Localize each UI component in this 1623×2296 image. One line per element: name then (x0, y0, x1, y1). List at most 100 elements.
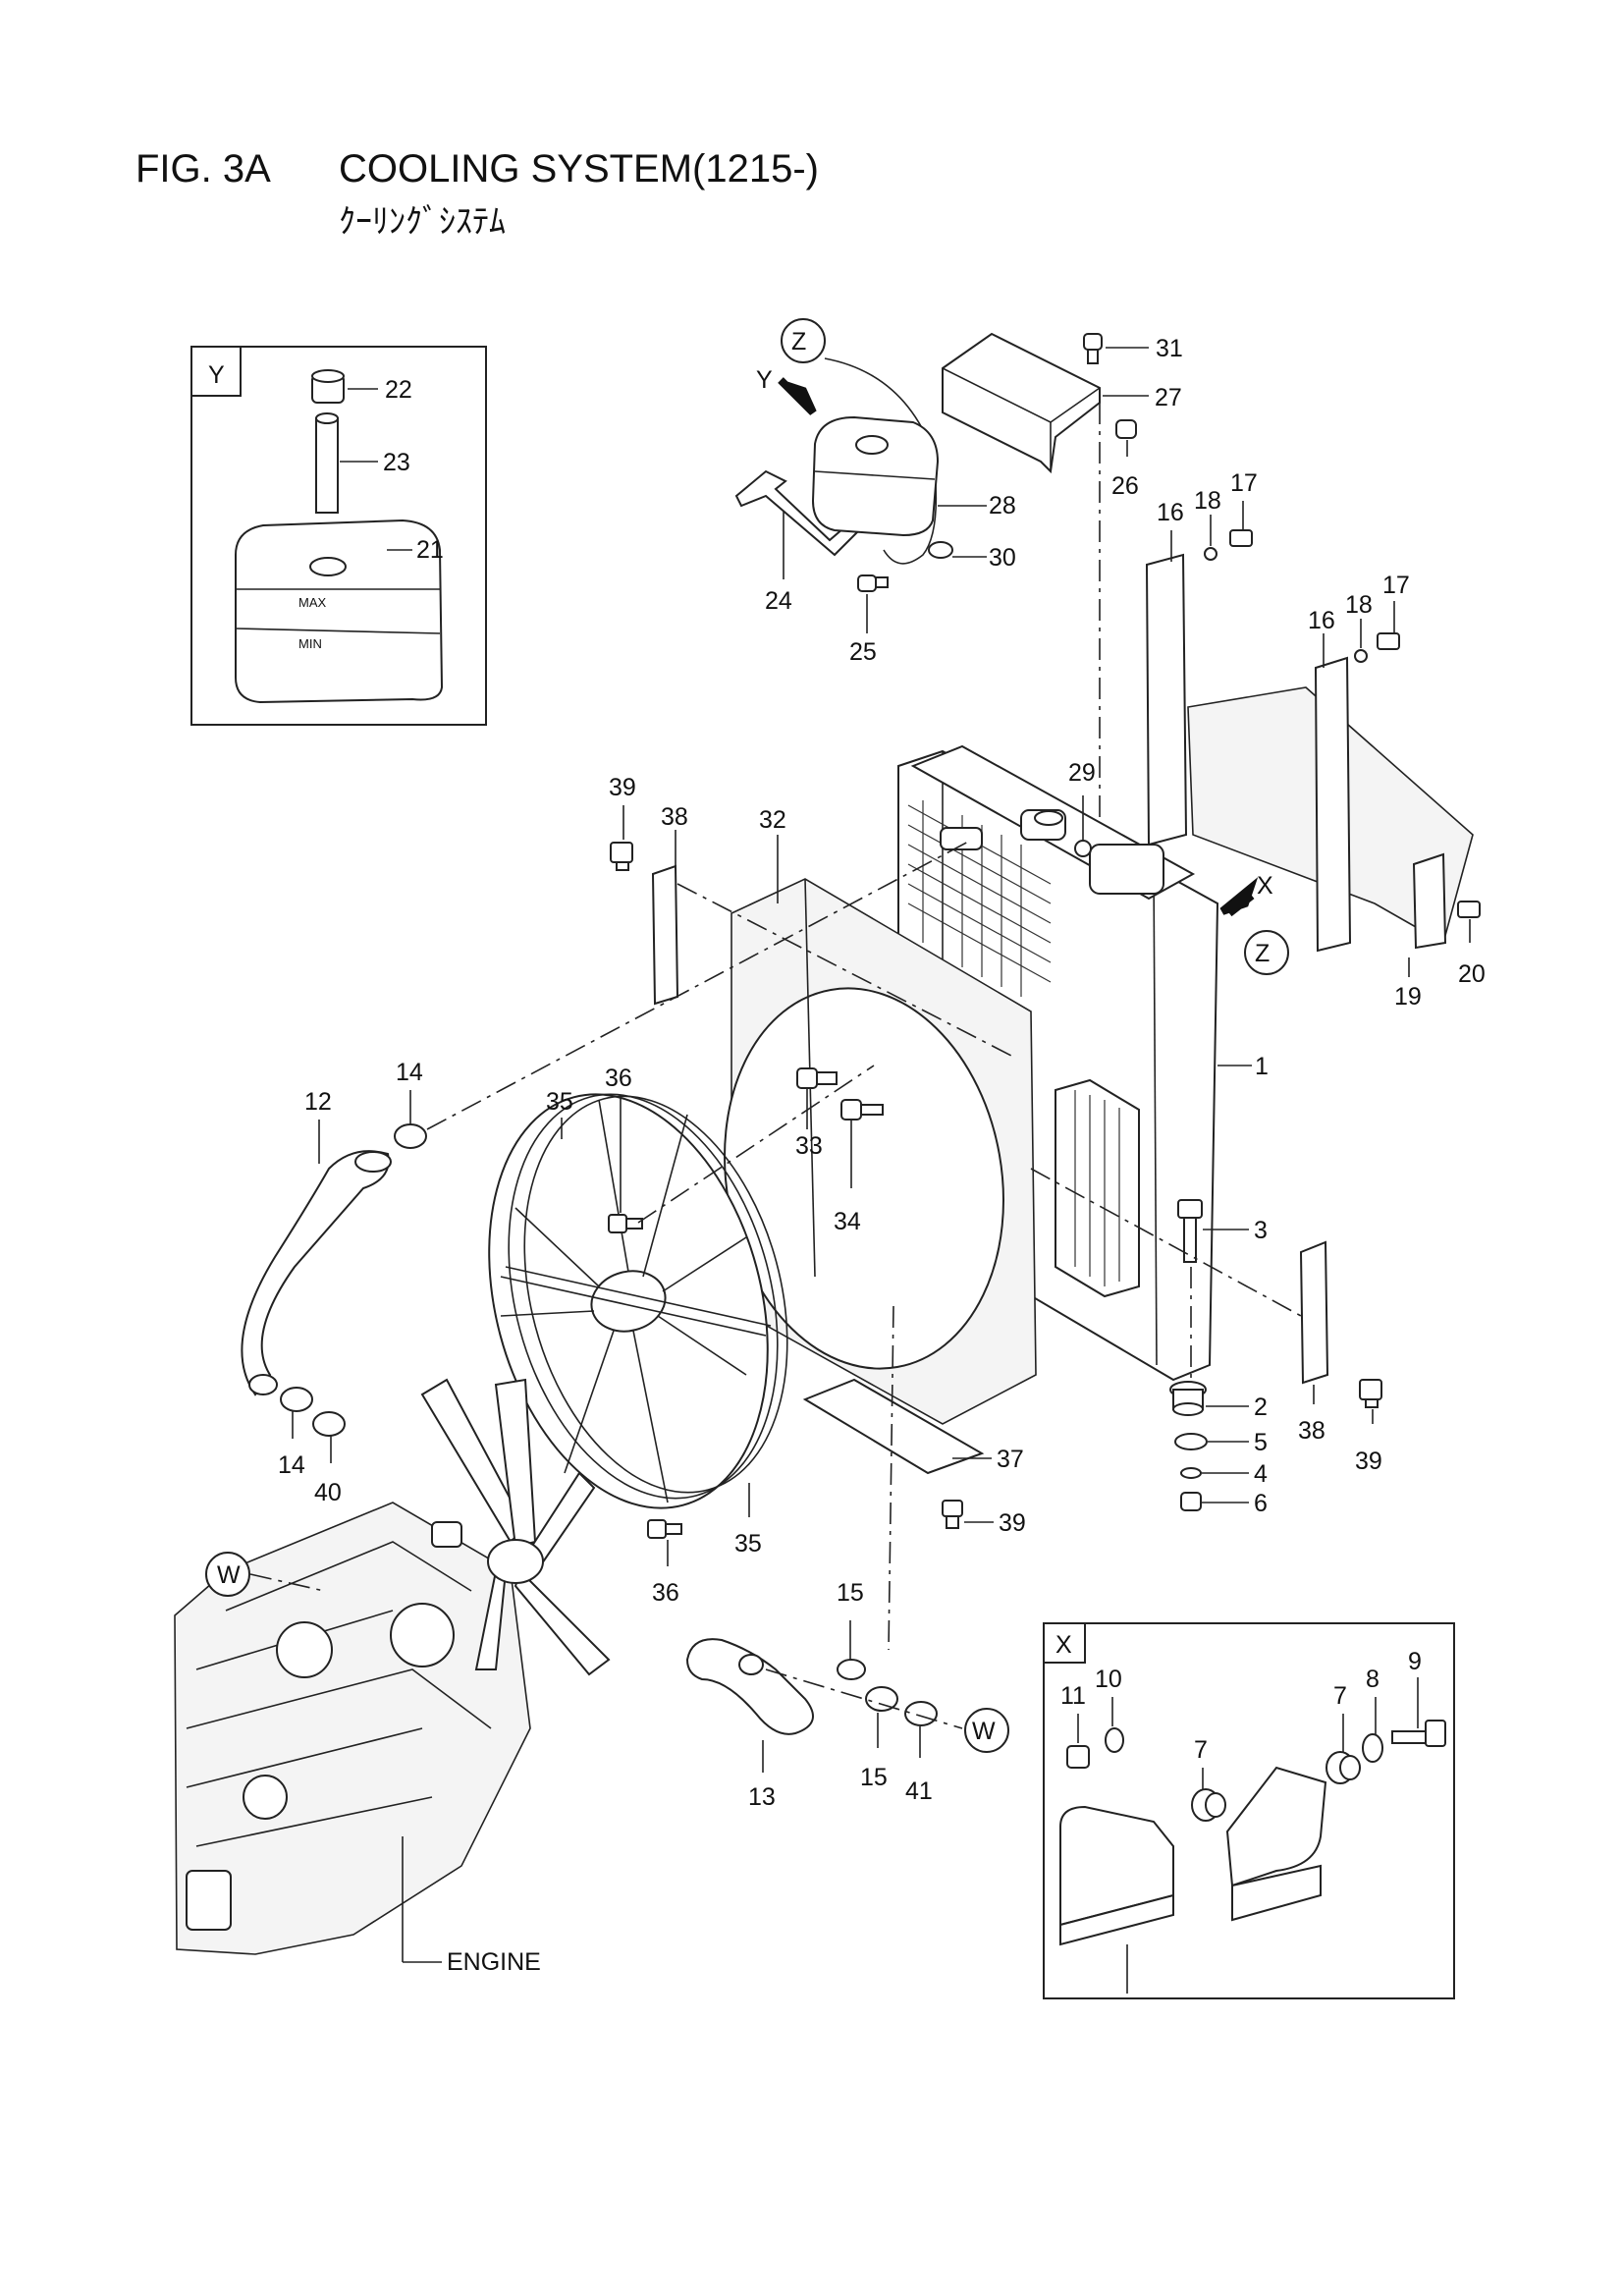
callout-22: 22 (385, 376, 412, 404)
bolt-20 (1457, 901, 1481, 918)
callout-18b: 18 (1345, 591, 1373, 619)
callout-39b: 39 (1355, 1448, 1382, 1475)
washer-10 (1105, 1727, 1124, 1753)
fan-guard: 35 36 35 36 (488, 1065, 875, 1607)
callout-35b: 35 (734, 1530, 762, 1558)
callout-28: 28 (989, 492, 1016, 519)
reserve-tank-assembly: Z Y 31 (734, 318, 1183, 666)
washer-18b (1354, 649, 1368, 663)
bolt-33 (796, 1067, 838, 1089)
fan-blades (420, 1378, 611, 1676)
callout-9: 9 (1408, 1648, 1422, 1675)
callout-11: 11 (1060, 1682, 1086, 1710)
callout-19: 19 (1394, 983, 1422, 1011)
callout-38a: 38 (661, 803, 688, 831)
engine-label: ENGINE (447, 1948, 541, 1976)
view-w-engine: W (217, 1561, 241, 1589)
callout-41: 41 (905, 1777, 933, 1805)
figure-number: FIG. 3A (135, 147, 271, 191)
bolt-39b (1359, 1379, 1382, 1408)
plates-38: 39 38 38 39 39 (609, 774, 1382, 1537)
bolt-31 (1083, 333, 1103, 364)
callout-17b: 17 (1382, 572, 1410, 599)
clamp-15b (865, 1686, 898, 1712)
callout-18a: 18 (1194, 487, 1221, 515)
clamp-41 (904, 1701, 938, 1726)
callout-5: 5 (1254, 1429, 1268, 1456)
callout-40: 40 (314, 1479, 342, 1506)
mount-7a (1191, 1788, 1226, 1822)
callout-2: 2 (1254, 1394, 1268, 1421)
clamp-14a (394, 1123, 427, 1149)
callout-15a: 15 (837, 1579, 864, 1607)
bolt-36a (608, 1214, 643, 1233)
view-z-side: Z (1255, 940, 1270, 967)
figure-title: COOLING SYSTEM(1215-) (339, 147, 820, 191)
callout-26: 26 (1111, 472, 1139, 500)
bolt-9 (1391, 1720, 1446, 1747)
inset-x-label: X (1055, 1631, 1072, 1659)
mount-2 (1169, 1381, 1207, 1416)
callout-23: 23 (383, 449, 410, 476)
drain-cock-29 (1074, 840, 1092, 857)
upper-hose-12: 12 14 14 40 (241, 839, 973, 1506)
nut-26 (1115, 419, 1137, 439)
callout-16b: 16 (1308, 607, 1335, 634)
nut-6 (1180, 1492, 1202, 1511)
inset-y-label: Y (208, 361, 225, 389)
tank-cap-part (311, 369, 345, 404)
callout-20: 20 (1458, 960, 1486, 988)
cover-27 (942, 332, 1101, 474)
nut-11 (1066, 1745, 1090, 1769)
bolt-17a (1229, 529, 1253, 547)
callout-14b: 14 (278, 1451, 305, 1479)
bolt-39c (942, 1500, 963, 1529)
callout-36a: 36 (605, 1065, 632, 1092)
reserve-tank-top (811, 415, 940, 537)
figure-subtitle: ｸｰﾘﾝｸﾞｼｽﾃﾑ (339, 203, 506, 241)
arrow-y-label: Y (756, 366, 773, 394)
oil-cooler (1055, 1078, 1140, 1298)
tank-min-mark: MIN (298, 636, 322, 651)
engine-part: W ENGINE (174, 1378, 611, 1976)
view-w-hose: W (972, 1718, 996, 1745)
clamp-15a (837, 1659, 866, 1680)
callout-4: 4 (1254, 1460, 1268, 1488)
hardware: 33 34 3 2 5 4 6 (795, 1067, 1268, 1517)
callout-14a: 14 (396, 1059, 423, 1086)
callout-39a: 39 (609, 774, 636, 801)
clamp-14b (280, 1387, 313, 1412)
callout-39c: 39 (999, 1509, 1026, 1537)
arrow-x-label: X (1257, 872, 1273, 900)
clamp-40 (312, 1411, 346, 1437)
bolt-17b (1377, 632, 1400, 650)
callout-25: 25 (849, 638, 877, 666)
bracket-left (1059, 1805, 1174, 1946)
mount-7b (1325, 1751, 1361, 1784)
callout-10: 10 (1095, 1666, 1122, 1693)
callout-27: 27 (1155, 384, 1182, 411)
callout-8: 8 (1366, 1666, 1380, 1693)
callout-7b: 7 (1333, 1682, 1347, 1710)
washer-8 (1362, 1733, 1383, 1763)
callout-37: 37 (997, 1446, 1024, 1473)
callout-31: 31 (1156, 335, 1183, 362)
callout-29: 29 (1068, 759, 1096, 787)
bolt-36b (647, 1519, 682, 1539)
radiator-top-tank (910, 744, 1196, 901)
inset-x: X 11 10 7 7 8 9 (1043, 1622, 1455, 1999)
lower-hose-13: W 13 15 15 41 (685, 1579, 1009, 1811)
bolt-34 (840, 1099, 884, 1121)
plate-37: 37 (802, 1305, 1024, 1651)
callout-32: 32 (759, 806, 786, 834)
tank-max-mark: MAX (298, 595, 327, 610)
callout-35a: 35 (546, 1088, 573, 1116)
callout-6: 6 (1254, 1490, 1268, 1517)
bracket-right (1225, 1766, 1327, 1922)
inset-y: Y MAX MIN 22 23 21 (190, 346, 487, 726)
callout-3: 3 (1254, 1217, 1268, 1244)
tank-pipe-part (315, 412, 339, 514)
bolt-25 (857, 574, 889, 592)
callout-34: 34 (834, 1208, 861, 1235)
